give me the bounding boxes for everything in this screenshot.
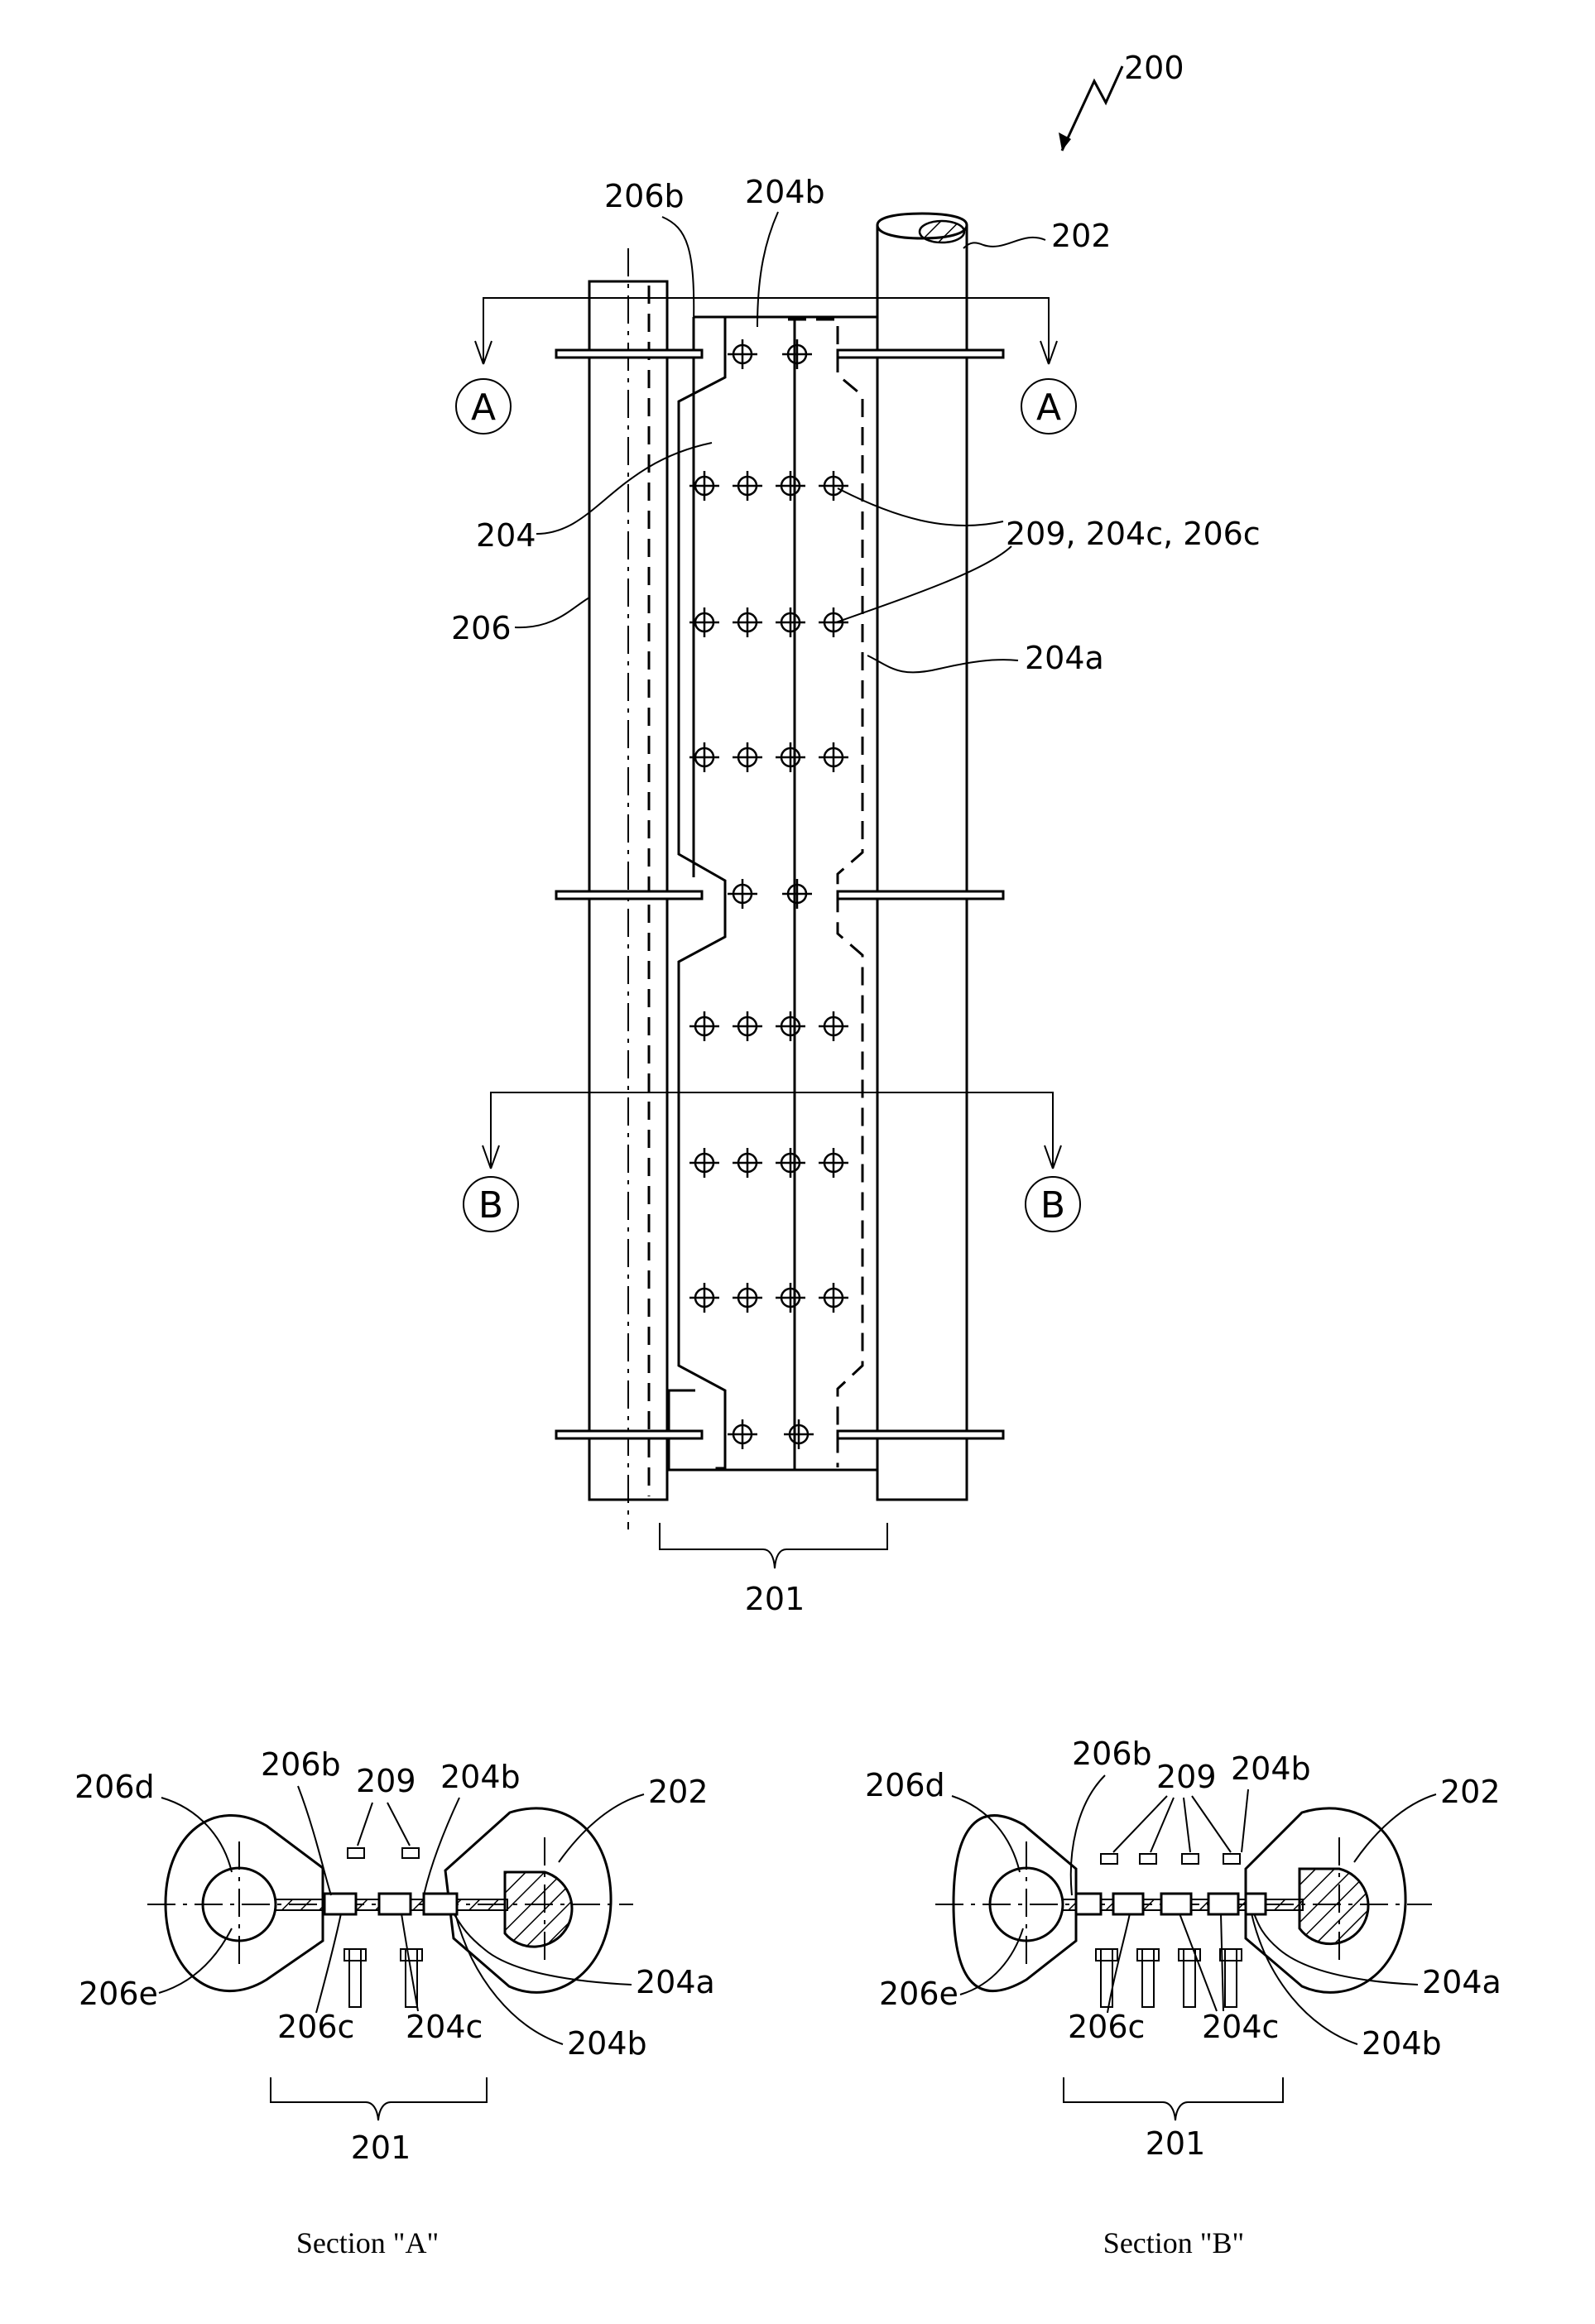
section-mark-a-left: A bbox=[471, 387, 496, 429]
section-b-bolt-4 bbox=[1225, 1949, 1237, 2007]
label-206b: 206b bbox=[604, 178, 685, 214]
section-b-leader-209-c bbox=[1184, 1798, 1190, 1852]
section-b-bolt-head-4 bbox=[1223, 1854, 1240, 1864]
section-a-bolt-head-1 bbox=[348, 1848, 364, 1858]
section-a-label-201: 201 bbox=[351, 2130, 411, 2166]
section-a-bolt-1 bbox=[349, 1949, 361, 2007]
section-a-leader-204b-top bbox=[424, 1798, 459, 1895]
label-204b: 204b bbox=[745, 174, 825, 210]
section-b-pipe-202 bbox=[1300, 1869, 1368, 1944]
section-a-label-204a: 204a bbox=[636, 1964, 715, 2000]
section-a-label-206c: 206c bbox=[277, 2009, 354, 2045]
leader-202 bbox=[963, 238, 1045, 248]
label-202: 202 bbox=[1051, 218, 1112, 254]
section-b-bolt-3 bbox=[1184, 1949, 1195, 2007]
section-b-flange-4 bbox=[1208, 1894, 1238, 1914]
section-a-leader-209-a bbox=[358, 1803, 372, 1846]
section-b-label-201: 201 bbox=[1146, 2125, 1206, 2162]
section-b-leader-204b-top bbox=[1242, 1789, 1248, 1852]
section-a-label-204b-top: 204b bbox=[440, 1759, 521, 1795]
section-b-bolt-head-1 bbox=[1101, 1854, 1117, 1864]
section-a-leader-206b bbox=[298, 1786, 331, 1895]
section-a-brace-201 bbox=[271, 2077, 487, 2120]
leader-206 bbox=[515, 598, 589, 627]
section-b-leader-209-b bbox=[1151, 1798, 1174, 1852]
section-b-leader-206d bbox=[952, 1796, 1020, 1872]
section-b-label-206e: 206e bbox=[879, 1976, 958, 2012]
section-b-left-lug bbox=[954, 1816, 1076, 1991]
pipe-202-cut-hatch bbox=[920, 221, 964, 242]
section-a-label-206e: 206e bbox=[79, 1976, 158, 2012]
label-204a: 204a bbox=[1025, 640, 1104, 676]
brace-201 bbox=[660, 1523, 887, 1568]
section-mark-b-right: B bbox=[1040, 1184, 1065, 1227]
leader-204a bbox=[867, 655, 1018, 672]
section-b-bolt-head-3 bbox=[1182, 1854, 1199, 1864]
section-b-leader-204c-b bbox=[1221, 1913, 1223, 2011]
section-b-bolt-4-head bbox=[1220, 1949, 1242, 1961]
section-mark-b-left: B bbox=[478, 1184, 503, 1227]
section-a-leader-206c bbox=[316, 1913, 341, 2013]
section-b-label-202: 202 bbox=[1440, 1774, 1501, 1810]
section-b-view: 206d 206b 209 204b 202 206e 206c 204c 20… bbox=[865, 1736, 1501, 2259]
label-206: 206 bbox=[451, 610, 512, 646]
section-b-flange-2 bbox=[1113, 1894, 1143, 1914]
leader-204 bbox=[536, 443, 712, 534]
section-b-label-204c: 204c bbox=[1202, 2009, 1279, 2045]
section-a-caption: Section "A" bbox=[296, 2226, 439, 2259]
section-a-view: 206d 206b 209 204b 202 206e 206c 204c 20… bbox=[74, 1746, 715, 2259]
ref-200-arrow bbox=[1062, 66, 1122, 151]
label-204: 204 bbox=[476, 517, 536, 554]
section-b-caption: Section "B" bbox=[1103, 2226, 1244, 2259]
section-b-label-204a: 204a bbox=[1422, 1964, 1501, 2000]
section-mark-a-right: A bbox=[1036, 387, 1061, 429]
section-a-label-209: 209 bbox=[356, 1763, 416, 1799]
section-a-pipe-202 bbox=[505, 1872, 572, 1947]
section-b-flange-3 bbox=[1161, 1894, 1191, 1914]
section-b-brace-201 bbox=[1064, 2077, 1283, 2120]
section-cut-a: A A bbox=[456, 298, 1076, 434]
section-b-bolt-head-2 bbox=[1140, 1854, 1156, 1864]
section-b-label-204b-top: 204b bbox=[1231, 1750, 1311, 1787]
section-b-label-204b-bot: 204b bbox=[1362, 2025, 1442, 2062]
section-a-flange-left bbox=[324, 1894, 356, 1914]
section-b-bolt-2 bbox=[1142, 1949, 1154, 2007]
section-b-leader-204c-a bbox=[1179, 1913, 1217, 2011]
section-a-label-206b: 206b bbox=[261, 1746, 341, 1783]
section-b-label-206b: 206b bbox=[1072, 1736, 1152, 1772]
section-cut-b: B B bbox=[464, 1092, 1080, 1232]
section-b-label-206c: 206c bbox=[1068, 2009, 1145, 2045]
pipe-202 bbox=[877, 225, 967, 1500]
section-b-label-206d: 206d bbox=[865, 1767, 945, 1803]
section-a-leader-204c bbox=[401, 1913, 418, 2011]
label-209-204c-206c: 209, 204c, 206c bbox=[1006, 516, 1261, 552]
section-a-bolt-head-2 bbox=[402, 1848, 419, 1858]
section-b-leader-209-d bbox=[1192, 1796, 1231, 1852]
section-b-leader-206c bbox=[1107, 1913, 1130, 2013]
bolts-209 bbox=[689, 339, 848, 1449]
section-a-label-202: 202 bbox=[648, 1774, 709, 1810]
section-b-flange-5 bbox=[1246, 1894, 1266, 1914]
main-view: 200 bbox=[451, 50, 1261, 1617]
flanges bbox=[556, 350, 1003, 1438]
section-a-flange-mid bbox=[379, 1894, 411, 1914]
section-a-bolt-2-head bbox=[401, 1949, 422, 1961]
section-b-bolt-1-head bbox=[1096, 1949, 1117, 1961]
section-b-leader-209-a bbox=[1113, 1796, 1167, 1852]
section-a-label-204b-bot: 204b bbox=[567, 2025, 647, 2062]
section-a-bolt-1-head bbox=[344, 1949, 366, 1961]
section-a-label-206d: 206d bbox=[74, 1769, 155, 1805]
section-a-flange-right bbox=[424, 1894, 457, 1914]
section-b-bolt-2-head bbox=[1137, 1949, 1159, 1961]
label-201: 201 bbox=[745, 1581, 805, 1617]
section-a-leader-209-b bbox=[387, 1803, 410, 1846]
section-b-label-209: 209 bbox=[1156, 1759, 1217, 1795]
section-b-flange-1 bbox=[1076, 1894, 1101, 1914]
leader-204b bbox=[757, 212, 778, 327]
ref-200-label: 200 bbox=[1124, 50, 1184, 86]
section-a-label-204c: 204c bbox=[406, 2009, 483, 2045]
